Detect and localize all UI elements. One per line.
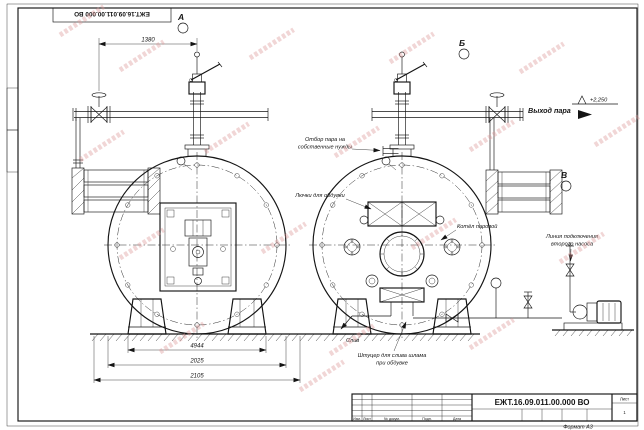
view-label-b: Б — [459, 38, 465, 48]
annotation-pump-line-1: Линия подключения — [545, 234, 598, 240]
doc-number-top: ЕЖТ.16.09.011.00.000 ВО — [74, 10, 150, 17]
stamp-col-podp: Подп. — [422, 417, 432, 421]
annotation-own-needs-2: собственные нужды — [298, 145, 352, 151]
drain-piping — [340, 242, 576, 330]
dimension-mid: 4944 — [190, 344, 204, 350]
view-a-circle — [177, 22, 189, 34]
steam-out-arrow-icon — [578, 110, 592, 119]
dimensions-group: 1380 4944 2025 2105 — [93, 38, 301, 383]
watermarks — [58, 4, 640, 393]
shell-nozzles — [343, 215, 461, 288]
blowdown-hatches — [367, 201, 437, 303]
view-v-circle — [560, 180, 572, 192]
doc-number: ЕЖТ.16.09.011.00.000 ВО — [495, 398, 590, 407]
gate-valve-right — [488, 106, 498, 123]
annotation-sludge-1: Штуцер для слива шлама — [358, 353, 427, 359]
steam-pipe-right — [371, 92, 524, 123]
annotation-boiler: Котёл паровой — [457, 223, 497, 230]
annotation-sludge-2: при обдувке — [376, 361, 408, 367]
stamp-col-izm: Изм. — [353, 417, 361, 421]
safety-valve-right — [382, 51, 428, 156]
generated-hatching — [91, 162, 633, 342]
stamp-col-list: Лист — [363, 417, 371, 421]
annotation-drain: Слив — [346, 338, 359, 344]
annotation-elevation: +2,250 — [590, 98, 608, 104]
dimension-overall: 2105 — [189, 374, 204, 380]
format-label: Формат А3 — [563, 425, 593, 430]
economizer-left — [71, 118, 161, 215]
gate-valve-left — [90, 106, 100, 123]
left-boiler-front-view — [71, 51, 290, 338]
annotation-blow-hatches: Лючки для обдувки — [294, 193, 345, 199]
valve-handwheel-icon — [91, 92, 107, 98]
burner-door — [159, 202, 237, 292]
elevation-mark-icon — [577, 95, 587, 105]
annotations-group: Отбор пара на собственные нужды Лючки дл… — [294, 95, 618, 367]
dimension-inner: 2025 — [189, 359, 204, 365]
view-label-a: А — [177, 12, 184, 22]
annotation-steam-out: Выход пара — [528, 106, 571, 115]
valve-handwheel-icon — [489, 92, 505, 98]
manometer-icon — [490, 277, 502, 289]
steam-pipe-left — [72, 92, 269, 123]
view-labels: А Б В — [177, 12, 572, 192]
safety-valve-left — [188, 51, 223, 145]
feed-pump-unit — [552, 300, 634, 331]
drawing-frame: ЕЖТ.16.09.011.00.000 ВО — [6, 3, 639, 427]
view-b-circle — [458, 48, 470, 60]
pressure-gauge-left — [176, 156, 186, 166]
pressure-gauge-right — [381, 156, 391, 166]
right-boiler-rear-view — [309, 51, 563, 338]
stamp-col-doc: № докум. — [384, 417, 400, 421]
sheet-value: 1 — [623, 410, 626, 415]
annotation-pump-line-2: второго насоса — [551, 242, 593, 248]
stamp-col-data: Дата — [453, 417, 461, 421]
title-block: Изм. Лист № докум. Подп. Дата ЕЖТ.16.09.… — [351, 393, 638, 430]
annotation-own-needs-1: Отбор пара на — [305, 137, 345, 143]
view-label-v: В — [561, 170, 567, 180]
dimension-top: 1380 — [141, 38, 155, 44]
economizer-right — [485, 118, 563, 215]
sheet-label: Лист — [620, 397, 629, 402]
supports-right-view — [332, 298, 472, 335]
drain-valve — [445, 313, 453, 323]
